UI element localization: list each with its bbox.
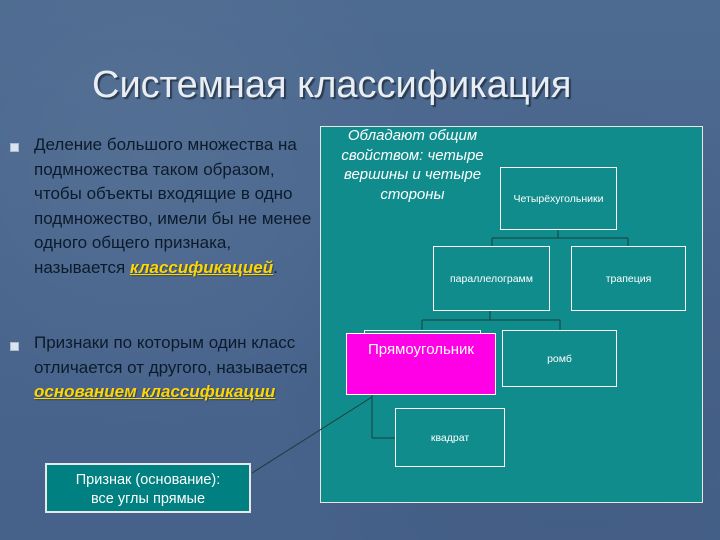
- bullet-marker-1: [10, 143, 19, 152]
- bullet-1: Деление большого множества на подмножест…: [34, 133, 314, 280]
- node-quadrilaterals: Четырёхугольники: [500, 167, 617, 230]
- bullet-marker-2: [10, 342, 19, 351]
- node-parallelogram: параллелограмм: [433, 246, 550, 311]
- bullet-2: Признаки по которым один класс отличаетс…: [34, 331, 314, 405]
- node-rhombus: ромб: [502, 330, 617, 387]
- slide-title: Системная классификация: [92, 64, 572, 106]
- callout-line-2: все углы прямые: [90, 491, 206, 507]
- diagram-note: Обладают общим свойством: четыре вершины…: [341, 127, 484, 203]
- node-trapezoid-label: трапеция: [605, 272, 652, 285]
- node-rectangle-highlight: Прямоугольник: [346, 333, 496, 395]
- node-square: квадрат: [395, 408, 505, 467]
- node-quadrilaterals-label: Четырёхугольники: [513, 192, 604, 205]
- keyword-classification: классификацией: [129, 257, 274, 277]
- node-rectangle-label: Прямоугольник: [367, 341, 474, 358]
- criterion-callout: Признак (основание): все углы прямые: [45, 463, 251, 513]
- bullet-1-text: Деление большого множества на подмножест…: [34, 135, 312, 277]
- keyword-classification-basis: основанием классификации: [34, 382, 276, 401]
- node-square-label: квадрат: [430, 431, 470, 444]
- node-trapezoid: трапеция: [571, 246, 686, 311]
- bullet-1-period: .: [273, 257, 278, 277]
- node-rhombus-label: ромб: [547, 352, 572, 365]
- node-parallelogram-label: параллелограмм: [450, 272, 533, 285]
- bullet-2-text: Признаки по которым один класс отличаетс…: [34, 333, 308, 377]
- callout-line-1: Признак (основание):: [75, 472, 221, 488]
